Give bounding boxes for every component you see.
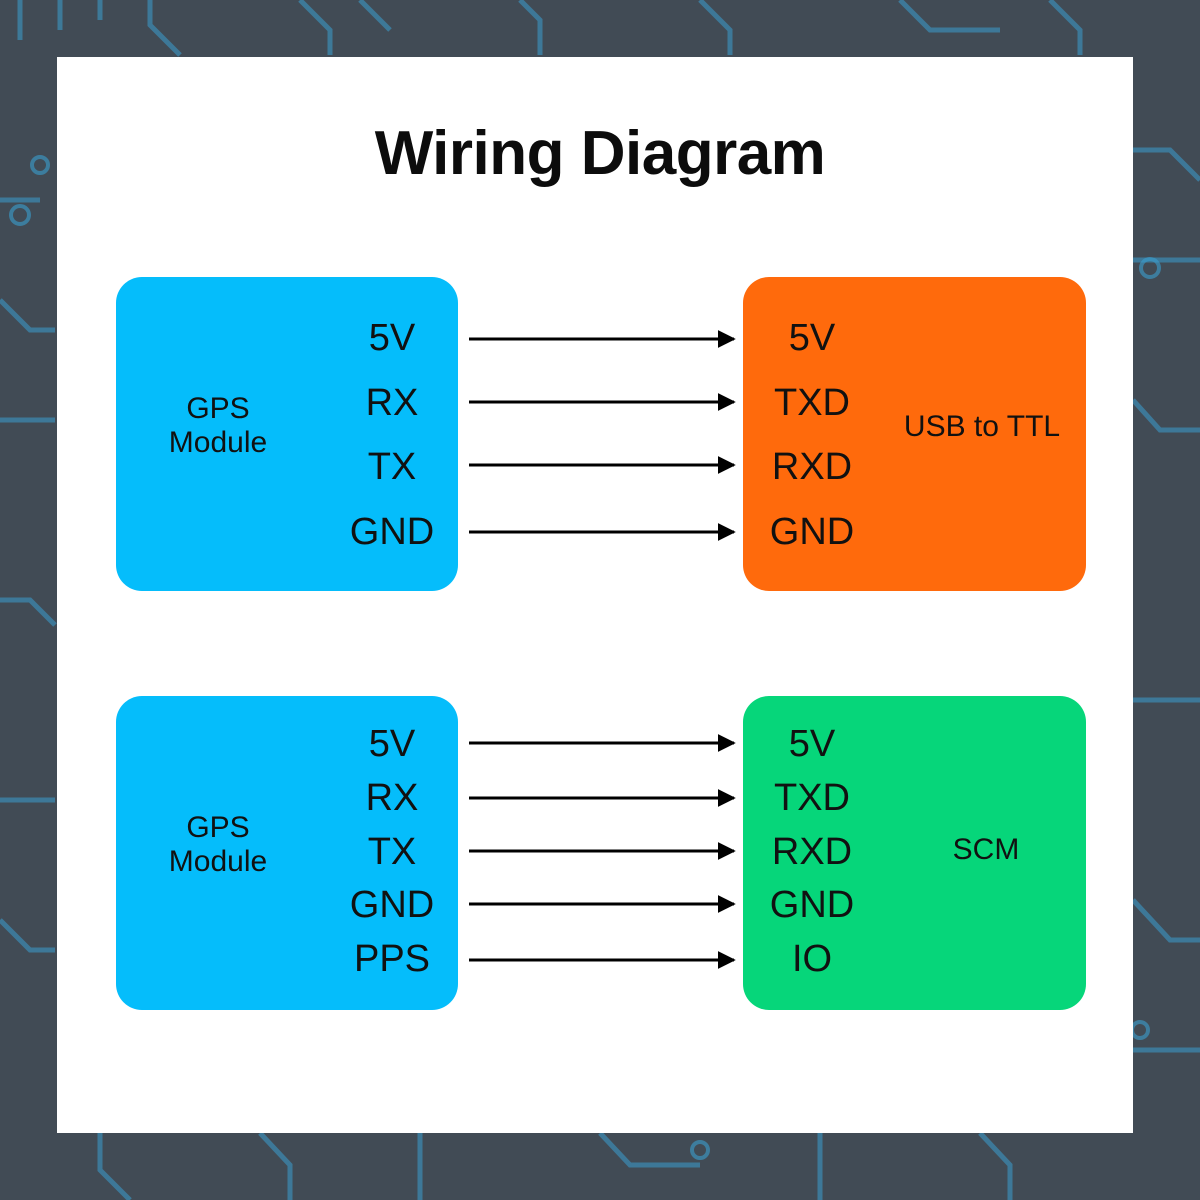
usb-to-ttl-label: USB to TTL — [903, 410, 1061, 443]
gps-module-label-1: GPS Module — [140, 392, 296, 460]
gps-module-label-line1: GPS — [186, 811, 250, 844]
gps-pin-gnd: GND — [349, 511, 435, 553]
scm-pin-io: IO — [791, 938, 833, 980]
usb-to-ttl-block — [743, 277, 1086, 591]
gps-module-block-2 — [116, 696, 458, 1010]
gps-module-label-line2: Module — [168, 426, 268, 459]
gps-module-label-2: GPS Module — [140, 811, 296, 879]
ttl-pin-gnd: GND — [769, 511, 855, 553]
ttl-pin-rxd: RXD — [771, 446, 853, 488]
gps2-pin-gnd: GND — [349, 884, 435, 926]
scm-pin-txd: TXD — [774, 777, 850, 819]
gps2-pin-5v: 5V — [368, 723, 416, 765]
gps-module-block-1 — [116, 277, 458, 591]
page-title: Wiring Diagram — [374, 119, 826, 188]
gps-pin-5v: 5V — [368, 317, 416, 359]
gps-module-label-line1: GPS — [186, 392, 250, 425]
scm-block — [743, 696, 1086, 1010]
ttl-pin-txd: TXD — [774, 382, 850, 424]
gps2-pin-tx: TX — [367, 831, 417, 873]
gps-pin-tx: TX — [367, 446, 417, 488]
gps2-pin-rx: RX — [365, 777, 419, 819]
ttl-pin-5v: 5V — [788, 317, 836, 359]
scm-pin-gnd: GND — [769, 884, 855, 926]
gps2-pin-pps: PPS — [353, 938, 431, 980]
gps-module-label-line2: Module — [168, 845, 268, 878]
scm-pin-5v: 5V — [788, 723, 836, 765]
gps-pin-rx: RX — [365, 382, 419, 424]
scm-pin-rxd: RXD — [771, 831, 853, 873]
scm-label: SCM — [952, 833, 1020, 866]
